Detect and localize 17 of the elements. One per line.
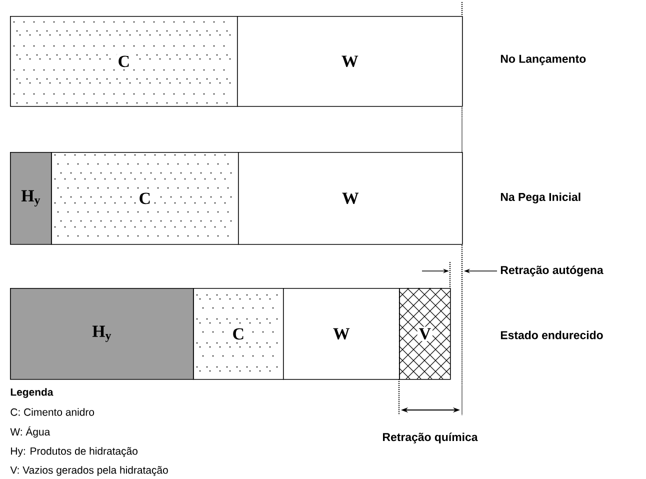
segment-box: C <box>10 16 238 107</box>
legend-entry: Hy: Produtos de hidratação <box>11 447 138 457</box>
legend-entry: W: Água <box>10 426 50 438</box>
segment-box: V <box>398 288 451 380</box>
segment-box: W <box>237 16 463 107</box>
segment-box: W <box>283 288 400 380</box>
legend-entry: V: Vazios gerados pela hidratação <box>10 466 168 476</box>
segment-box: H$_{y}$ <box>10 288 194 380</box>
row-label: Retração autógena <box>500 266 604 276</box>
row-label: Na Pega Inicial <box>500 192 580 204</box>
row-label: Retração química <box>383 432 478 444</box>
legend-entry: C: Cimento anidro <box>10 408 94 416</box>
row-label: Estado endurecido <box>500 330 603 340</box>
row-label: No Lançamento <box>500 54 586 66</box>
segment-box: W <box>238 152 463 245</box>
segment-box: C <box>51 152 239 245</box>
segment-box: H$_{y}$ <box>10 152 52 245</box>
